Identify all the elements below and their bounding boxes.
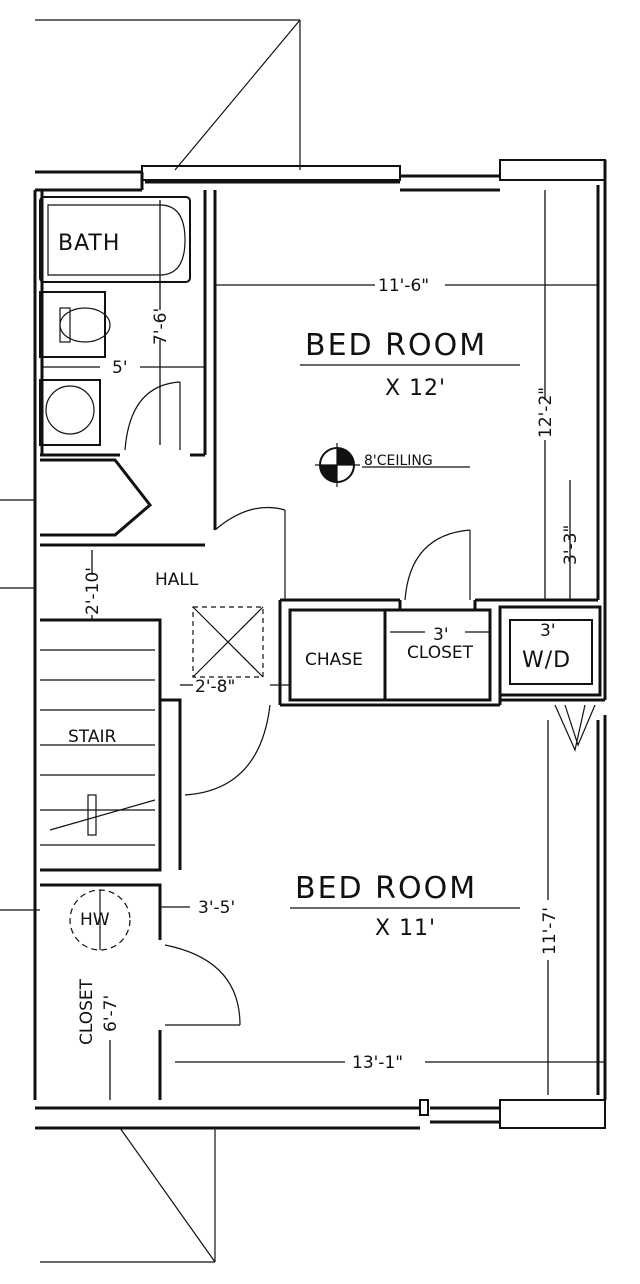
exterior-walls bbox=[33, 159, 607, 1130]
dim-closet-left-depth: 6'-7' bbox=[101, 995, 121, 1032]
dim-bottom-width: 13'-1" bbox=[352, 1053, 403, 1073]
closet-left-area bbox=[40, 883, 241, 1100]
bathroom bbox=[39, 190, 207, 457]
utility-core bbox=[280, 605, 605, 707]
bedroom-top-label: BED ROOM bbox=[305, 328, 487, 363]
ceiling-height-symbol bbox=[315, 443, 470, 487]
dim-top-width: 11'-6" bbox=[378, 276, 429, 296]
dim-closet-depth: 3'-3" bbox=[561, 525, 581, 565]
dim-closet-left-width: 3'-5' bbox=[198, 898, 235, 918]
dim-closet-width: 3' bbox=[433, 625, 449, 645]
bedroom-bottom-label: BED ROOM bbox=[295, 871, 477, 906]
dim-bath-width: 5' bbox=[112, 358, 128, 378]
bedroom-top-size: X 12' bbox=[385, 376, 446, 401]
ceiling-note: 8'CEILING bbox=[364, 453, 433, 469]
roof-outline-bottom bbox=[40, 1127, 216, 1263]
dim-top-height: 12'-2" bbox=[536, 387, 556, 438]
dim-bath-height: 7'-6' bbox=[151, 308, 171, 345]
dimension-lines bbox=[0, 190, 605, 1100]
dim-bottom-height: 11'-7' bbox=[540, 907, 560, 955]
wd-bifold-doors bbox=[554, 704, 596, 752]
bedroom-top-walls bbox=[213, 190, 598, 705]
chase-label: CHASE bbox=[305, 650, 363, 670]
dim-wd-width: 3' bbox=[540, 621, 556, 641]
wd-label: W/D bbox=[522, 648, 571, 673]
dim-hall-width: 2'-10' bbox=[83, 567, 103, 615]
linen-closet bbox=[40, 458, 205, 547]
attic-hatch bbox=[192, 606, 264, 678]
roof-outline-top bbox=[35, 19, 301, 171]
staircase bbox=[40, 618, 271, 872]
closet-left-label: CLOSET bbox=[77, 978, 97, 1045]
bedroom-bottom-size: X 11' bbox=[375, 916, 436, 941]
bath-label: BATH bbox=[58, 231, 120, 256]
hall-label: HALL bbox=[155, 570, 199, 590]
dim-chase-width: 2'-8" bbox=[195, 677, 235, 697]
closet-mid-label: CLOSET bbox=[407, 643, 474, 663]
hw-label: HW bbox=[80, 910, 110, 930]
stair-label: STAIR bbox=[68, 727, 116, 747]
